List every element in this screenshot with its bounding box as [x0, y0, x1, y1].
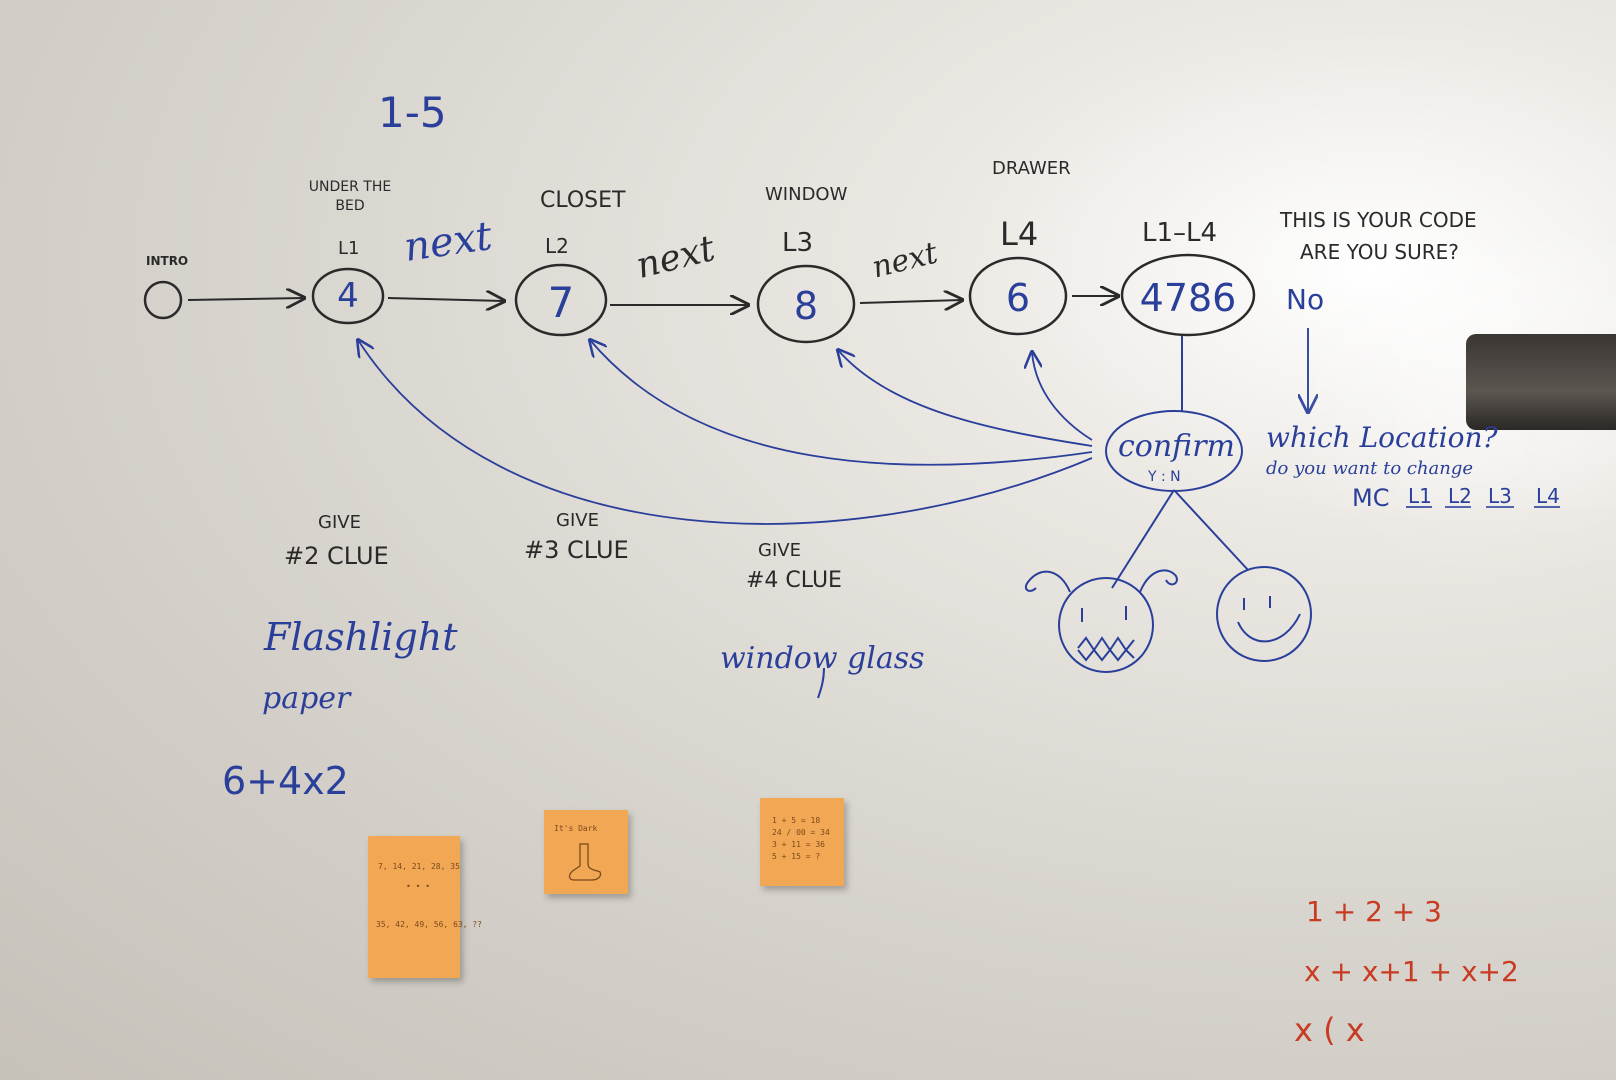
sticky-note-1-line1: 7, 14, 21, 28, 35 — [378, 862, 460, 871]
arrow-l1-l2 — [387, 298, 504, 301]
location-option-l2: L2 — [1448, 484, 1472, 508]
location-option-l4: L4 — [1536, 484, 1560, 508]
sticky-note-3-line1: 1 + 5 = 18 — [772, 816, 821, 825]
clue-4-line1: GIVE — [758, 540, 801, 561]
arrow-l3-l4 — [859, 300, 962, 303]
item-equation: 6+4x2 — [222, 759, 349, 803]
next-label-1: next — [401, 213, 495, 271]
level-l4: L4 — [1000, 215, 1039, 253]
happy-face-drawing — [1216, 566, 1312, 662]
sticky-note-2: It's Dark — [544, 810, 628, 894]
node-value-l1: 4 — [337, 276, 359, 316]
return-arc-l4 — [1032, 352, 1093, 441]
red-math-line1: 1 + 2 + 3 — [1306, 895, 1442, 928]
location-option-mc: MC — [1352, 484, 1390, 512]
clue-4-line2: #4 CLUE — [746, 568, 842, 593]
red-math-line3: x ( x — [1294, 1011, 1365, 1049]
node-l3 — [756, 264, 856, 344]
item-flashlight: Flashlight — [264, 615, 458, 659]
return-arc-l3 — [838, 350, 1093, 447]
node-value-l3: 8 — [793, 284, 819, 328]
place-l2: CLOSET — [540, 188, 626, 213]
top-range-text: 1-5 — [378, 88, 447, 137]
level-final: L1–L4 — [1142, 218, 1218, 248]
return-arc-l1 — [358, 340, 1093, 525]
which-location-line2: do you want to change — [1266, 458, 1474, 479]
node-l2 — [514, 263, 608, 337]
lamp-fixture — [1466, 334, 1616, 430]
node-value-final: 4786 — [1139, 276, 1237, 320]
item-window-glass: window glass — [720, 641, 925, 676]
sticky-note-1: 7, 14, 21, 28, 35 • • • 35, 42, 49, 56, … — [368, 836, 482, 978]
place-l3: WINDOW — [765, 184, 848, 205]
branch-left — [1111, 489, 1175, 589]
which-location-line1: which Location? — [1266, 421, 1498, 454]
intro-label: INTRO — [146, 254, 189, 268]
sticky-note-3-line3: 3 + 11 = 36 — [772, 840, 825, 849]
confirm-options: Y : N — [1148, 469, 1181, 485]
arrow-intro-l1 — [187, 298, 304, 300]
location-option-l3: L3 — [1488, 484, 1512, 508]
sticky-note-3-line4: 5 + 15 = ? — [772, 852, 821, 861]
level-l1: L1 — [338, 238, 360, 259]
intro-node — [143, 280, 183, 320]
node-value-l4: 6 — [1005, 276, 1031, 320]
clue-3-line1: GIVE — [556, 510, 599, 531]
clue-3-line2: #3 CLUE — [524, 536, 629, 564]
node-value-l2: 7 — [547, 278, 575, 327]
clue-2-line2: #2 CLUE — [284, 542, 389, 570]
sticky-note-2-line1: It's Dark — [554, 824, 598, 833]
sock-drawing — [568, 843, 602, 881]
sticky-note-3: 1 + 5 = 18 24 / 00 = 34 3 + 11 = 36 5 + … — [760, 798, 844, 886]
code-prompt-answer: No — [1286, 283, 1325, 316]
red-math-line2: x + x+1 + x+2 — [1304, 955, 1519, 988]
place-l4: DRAWER — [992, 158, 1071, 179]
sticky-note-3-line2: 24 / 00 = 34 — [772, 828, 830, 837]
code-prompt-line2: ARE YOU SURE? — [1300, 240, 1459, 264]
place-l1: UNDER THE BED — [308, 179, 392, 214]
item-paper: paper — [262, 681, 351, 716]
node-l1 — [311, 267, 385, 325]
angry-face-drawing — [1058, 577, 1154, 673]
clue-2-line1: GIVE — [318, 512, 361, 533]
sticky-note-1-line4: 35, 42, 49, 56, 63, ?? — [376, 920, 482, 929]
level-l3: L3 — [782, 228, 814, 258]
branch-right — [1173, 489, 1249, 571]
code-prompt-line1: THIS IS YOUR CODE — [1280, 208, 1477, 232]
sticky-note-1-line2: • • • — [406, 882, 431, 891]
node-l4 — [968, 256, 1068, 336]
node-final — [1120, 253, 1256, 337]
confirm-label: confirm — [1118, 429, 1235, 464]
location-option-l1: L1 — [1408, 484, 1432, 508]
level-l2: L2 — [545, 234, 569, 258]
return-arc-l2 — [590, 340, 1093, 466]
